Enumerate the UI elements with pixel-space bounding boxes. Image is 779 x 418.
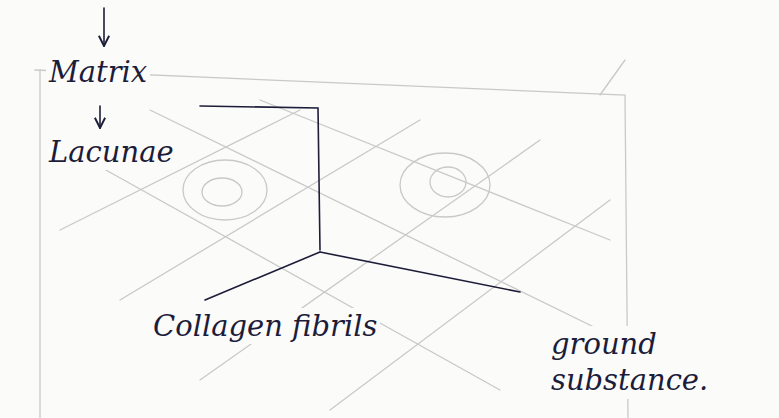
leader-line: [320, 252, 520, 292]
section-outline: [39, 70, 40, 418]
section-outline: [35, 70, 628, 418]
cell-nucleus: [430, 167, 466, 197]
part-label: Matrix: [46, 54, 150, 90]
arrow: [103, 8, 105, 46]
arrow: [99, 106, 101, 128]
bracket-line: [200, 106, 320, 250]
part-label: Lacunae: [46, 134, 177, 170]
lacuna-cell: [183, 160, 267, 220]
part-label: Collagen fibrils: [150, 308, 380, 344]
section-outline: [600, 60, 625, 95]
cell-nucleus: [202, 178, 242, 206]
leader-line: [205, 252, 320, 300]
part-label: ground substance.: [548, 326, 769, 399]
